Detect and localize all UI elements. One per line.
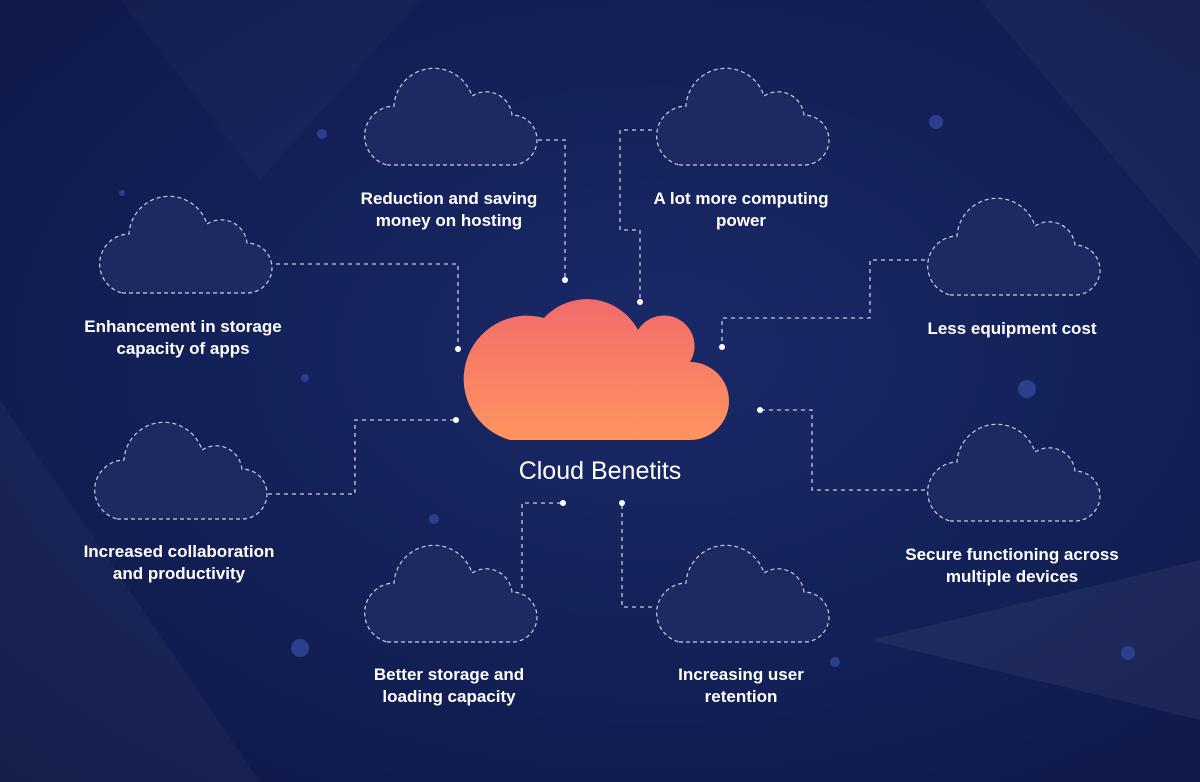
cloud-outline-icon bbox=[99, 195, 273, 294]
connector-hosting bbox=[538, 139, 566, 278]
cloud-outline-icon bbox=[94, 421, 268, 520]
benefit-label-storage-apps: Enhancement in storage capacity of apps bbox=[84, 317, 282, 358]
cloud-icon bbox=[463, 299, 729, 440]
connectors bbox=[268, 129, 925, 608]
connector-loading bbox=[521, 502, 563, 588]
cloud-outline-icon bbox=[927, 197, 1101, 296]
connector-dots bbox=[453, 277, 763, 506]
benefit-label-collaboration: Increased collaboration and productivity bbox=[83, 542, 275, 583]
benefit-label-equipment: Less equipment cost bbox=[927, 319, 1097, 338]
benefit-label-retention: Increasing user retention bbox=[678, 665, 804, 706]
connector-devices bbox=[760, 409, 925, 491]
cloud-outline-icon bbox=[364, 544, 538, 643]
benefit-label-hosting: Reduction and saving money on hosting bbox=[360, 189, 538, 230]
benefit-label-loading: Better storage and loading capacity bbox=[373, 665, 525, 706]
connector-storage-apps bbox=[268, 263, 459, 347]
connector-retention bbox=[621, 503, 652, 608]
diagram-title: Cloud Benetits bbox=[518, 457, 682, 485]
connector-collaboration bbox=[268, 419, 456, 495]
cloud-outline-icon bbox=[927, 423, 1101, 522]
benefit-label-devices: Secure functioning across multiple devic… bbox=[905, 545, 1119, 586]
cloud-outline-icon bbox=[364, 67, 538, 166]
connector-computing bbox=[619, 129, 652, 300]
benefit-label-computing: A lot more computing power bbox=[653, 189, 829, 230]
cloud-outline-icon bbox=[656, 67, 830, 166]
connector-equipment bbox=[721, 259, 925, 345]
cloud-outline-icon bbox=[656, 544, 830, 643]
